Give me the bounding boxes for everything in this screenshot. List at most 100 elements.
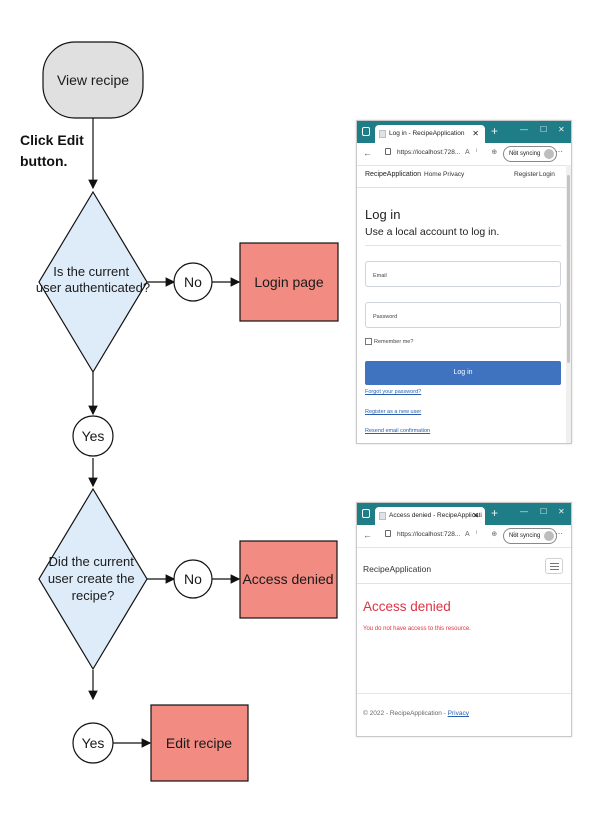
password-field[interactable]: Password — [365, 302, 561, 328]
menu-line — [550, 563, 559, 564]
browser-tab[interactable]: Access denied - RecipeApplicati ✕ — [375, 507, 485, 525]
menu-line — [550, 569, 559, 570]
decision2-line-3: recipe? — [72, 588, 115, 603]
minimize-icon[interactable]: — — [520, 125, 528, 134]
sync-button[interactable]: Not syncing — [503, 146, 558, 162]
click-edit-note: Click Edit button. — [20, 132, 88, 169]
sync-button[interactable]: Not syncing — [503, 528, 558, 544]
login-button[interactable]: Log in — [365, 361, 561, 385]
edit-recipe-box — [150, 704, 249, 782]
yes-node-1 — [72, 415, 114, 457]
decision2-line-1: Did the current — [49, 554, 135, 569]
footer-privacy-link[interactable]: Privacy — [447, 710, 469, 717]
sync-label: Not syncing — [509, 151, 541, 157]
close-tab-icon[interactable]: ✕ — [472, 511, 479, 520]
start-node — [42, 41, 144, 119]
no-label-2: No — [184, 571, 202, 587]
decision2-line-2: user create the — [48, 571, 135, 586]
register-link[interactable]: Register as a new user — [365, 409, 422, 415]
browser-tab[interactable]: Log in - RecipeApplication ✕ — [375, 125, 485, 143]
menu-line — [550, 566, 559, 567]
profile-avatar-icon — [544, 149, 555, 159]
decision-creator — [38, 487, 148, 671]
footer-divider — [357, 693, 571, 694]
forgot-password-link[interactable]: Forgot your password? — [365, 389, 422, 395]
page-title: Log in — [365, 207, 401, 222]
decision-authenticated — [38, 190, 148, 374]
back-arrow-icon[interactable]: ← — [363, 148, 372, 158]
nav-divider — [357, 187, 571, 188]
edit-recipe-label: Edit recipe — [166, 735, 232, 751]
no-node-1 — [173, 262, 213, 302]
footer-text: © 2022 - RecipeApplication - — [363, 710, 448, 717]
more-icon[interactable]: ··· — [555, 529, 563, 538]
note-line-2: button. — [20, 153, 67, 169]
footer: © 2022 - RecipeApplication - Privacy — [363, 710, 469, 717]
lock-icon[interactable] — [385, 530, 391, 537]
decision1-line-1: Is the current — [53, 264, 129, 279]
login-page-label: Login page — [254, 274, 324, 290]
start-label: View recipe — [57, 72, 129, 88]
toolbar-icons[interactable]: A⁾ ⊕ ☆ — [465, 531, 524, 538]
close-window-icon[interactable]: ✕ — [558, 125, 565, 134]
nav-register[interactable]: Register — [514, 171, 539, 178]
profile-avatar-icon — [544, 531, 555, 541]
page-subtitle: Use a local account to log in. — [365, 226, 500, 238]
url-field[interactable]: https://localhost:728... — [397, 531, 461, 538]
remember-me-checkbox[interactable]: Remember me? — [365, 338, 413, 345]
no-node-2 — [173, 559, 213, 599]
new-tab-icon[interactable]: + — [491, 506, 499, 520]
toolbar-icons[interactable]: A⁾ ⊕ ☆ — [465, 149, 524, 156]
page-title: Access denied — [363, 599, 451, 614]
access-denied-box — [239, 540, 338, 619]
new-tab-icon[interactable]: + — [491, 124, 499, 138]
decision-authenticated-label: Is the current user authenticated? — [36, 264, 150, 295]
scrollbar-thumb[interactable] — [567, 175, 570, 363]
titlebar: Log in - RecipeApplication ✕ + — ☐ ✕ — [357, 121, 571, 143]
more-icon[interactable]: ··· — [555, 147, 563, 156]
email-field[interactable]: Email — [365, 261, 561, 287]
window-icon — [362, 127, 370, 136]
remember-label: Remember me? — [374, 338, 414, 345]
url-field[interactable]: https://localhost:728... — [397, 149, 461, 156]
nav-login[interactable]: Login — [539, 171, 555, 178]
yes-label-2: Yes — [82, 735, 105, 751]
address-bar: ← https://localhost:728... A⁾ ⊕ ☆ Not sy… — [357, 143, 571, 166]
login-page-box — [239, 242, 339, 322]
decision1-line-2: user authenticated? — [36, 280, 150, 295]
close-window-icon[interactable]: ✕ — [558, 507, 565, 516]
scrollbar[interactable] — [566, 165, 571, 443]
resend-confirmation-link[interactable]: Resend email confirmation — [365, 428, 431, 434]
window-icon — [362, 509, 370, 518]
nav-privacy[interactable]: Privacy — [443, 171, 465, 178]
yes-node-2 — [72, 722, 114, 764]
site-brand[interactable]: RecipeApplication — [365, 171, 422, 178]
menu-toggle-button[interactable] — [545, 558, 563, 574]
tab-title: Log in - RecipeApplication — [389, 130, 465, 137]
form-divider — [365, 245, 561, 246]
lock-icon[interactable] — [385, 148, 391, 155]
site-brand[interactable]: RecipeApplication — [363, 564, 432, 574]
error-message: You do not have access to this resource. — [363, 626, 471, 632]
login-browser-window: Log in - RecipeApplication ✕ + — ☐ ✕ ← h… — [356, 120, 572, 444]
yes-label-1: Yes — [82, 428, 105, 444]
titlebar: Access denied - RecipeApplicati ✕ + — ☐ … — [357, 503, 571, 525]
maximize-icon[interactable]: ☐ — [540, 125, 548, 134]
checkbox-icon[interactable] — [365, 338, 372, 345]
sync-label: Not syncing — [509, 533, 541, 539]
minimize-icon[interactable]: — — [520, 507, 528, 516]
no-label-1: No — [184, 274, 202, 290]
access-denied-browser-window: Access denied - RecipeApplicati ✕ + — ☐ … — [356, 502, 572, 737]
nav-divider — [357, 583, 571, 584]
connector-arrows — [88, 118, 241, 748]
tab-title: Access denied - RecipeApplicati — [389, 512, 482, 519]
page-icon — [379, 130, 386, 138]
decision-creator-label: Did the current user create the recipe? — [48, 554, 138, 603]
page-icon — [379, 512, 386, 520]
maximize-icon[interactable]: ☐ — [540, 507, 548, 516]
nav-home[interactable]: Home — [424, 171, 442, 178]
site-nav: RecipeApplication Home Privacy Register … — [357, 165, 571, 185]
close-tab-icon[interactable]: ✕ — [472, 129, 479, 138]
back-arrow-icon[interactable]: ← — [363, 530, 372, 540]
